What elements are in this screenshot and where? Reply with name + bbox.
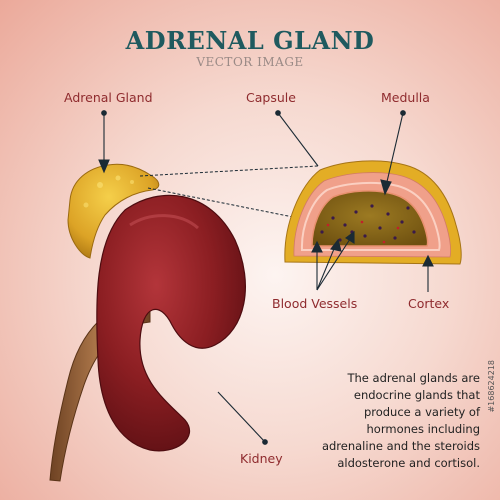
label-cortex: Cortex xyxy=(408,296,450,311)
description-line: The adrenal glands are xyxy=(347,371,480,385)
adrenal-gland-shape xyxy=(67,163,160,259)
description-line: adrenaline and the steroids xyxy=(321,439,480,453)
blood-vessel-dots xyxy=(320,204,416,242)
page-title: ADRENAL GLAND xyxy=(125,26,375,55)
page-subtitle: VECTOR IMAGE xyxy=(196,55,304,69)
kidney xyxy=(96,194,246,452)
description-line: aldosterone and cortisol. xyxy=(337,456,480,470)
label-adrenal-gland: Adrenal Gland xyxy=(64,90,153,105)
label-kidney: Kidney xyxy=(240,451,283,466)
label-blood-vessels: Blood Vessels xyxy=(272,296,358,311)
image-id-watermark: #168624218 xyxy=(487,360,496,413)
label-medulla: Medulla xyxy=(381,90,430,105)
medulla-layer xyxy=(311,190,429,247)
description-line: produce a variety of xyxy=(363,405,480,419)
description-line: hormones including xyxy=(366,422,480,436)
label-capsule: Capsule xyxy=(246,90,296,105)
description-line: endocrine glands that xyxy=(353,388,480,402)
kidney-highlight xyxy=(129,214,199,230)
description-text: The adrenal glands are endocrine glands … xyxy=(260,370,480,472)
